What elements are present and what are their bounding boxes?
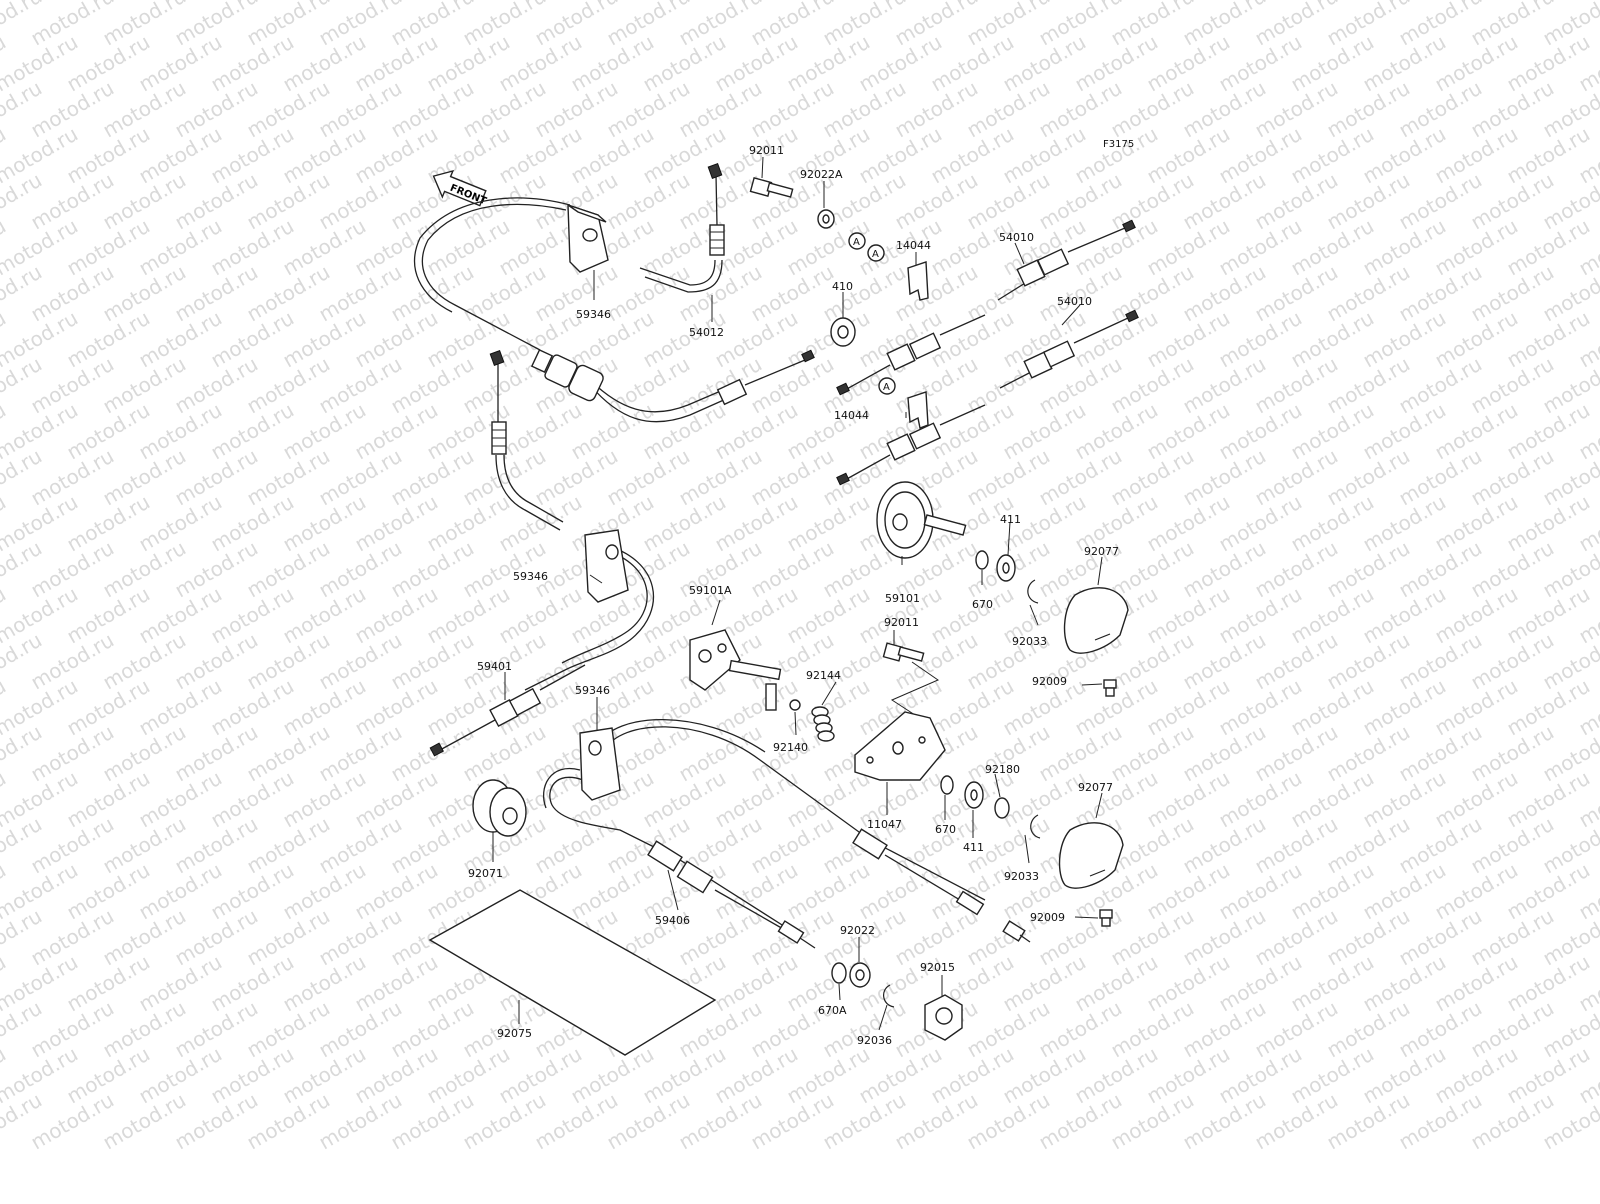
- label-14044-upper: 14044: [896, 239, 931, 252]
- ref-marker-a-1: A: [849, 233, 865, 249]
- label-59346-upper: 59346: [576, 308, 611, 321]
- o-ring-670-lower: [941, 776, 953, 794]
- label-92180: 92180: [985, 763, 1020, 776]
- label-92075: 92075: [497, 1027, 532, 1040]
- ref-marker-a-3: A: [879, 378, 895, 394]
- label-59101A: 59101A: [689, 584, 732, 597]
- label-59406: 59406: [655, 914, 690, 927]
- label-59101: 59101: [885, 592, 920, 605]
- washer-410: [831, 318, 855, 346]
- cable-clamp-59346-upper: [568, 205, 608, 272]
- bolt-92011-top: [750, 178, 792, 197]
- label-670-lower: 670: [935, 823, 956, 836]
- label-411-lower: 411: [963, 841, 984, 854]
- svg-text:A: A: [883, 382, 890, 393]
- roller-92071: [473, 780, 526, 836]
- label-92009-upper: 92009: [1032, 675, 1067, 688]
- label-14044-lower: 14044: [834, 409, 869, 422]
- figure-code: F3175: [1103, 139, 1134, 150]
- label-92022: 92022: [840, 924, 875, 937]
- label-92033-upper: 92033: [1012, 635, 1047, 648]
- label-54010-lower: 54010: [1057, 295, 1092, 308]
- cable-clamp-59346-middle: [585, 530, 628, 602]
- washer-411-lower: [965, 782, 983, 808]
- washer-92180: [995, 798, 1009, 818]
- screw-92009-lower: [1100, 910, 1112, 926]
- svg-text:A: A: [853, 237, 860, 248]
- label-92077-lower: 92077: [1078, 781, 1113, 794]
- label-59401: 59401: [477, 660, 512, 673]
- o-ring-670A: [832, 963, 846, 983]
- label-92071: 92071: [468, 867, 503, 880]
- label-11047: 11047: [867, 818, 902, 831]
- screw-92009-upper: [1104, 680, 1116, 696]
- label-92011-top: 92011: [749, 144, 784, 157]
- o-ring-670-upper: [976, 551, 988, 569]
- label-411-upper: 411: [1000, 513, 1021, 526]
- label-59346-lower: 59346: [575, 684, 610, 697]
- ball-92140: [790, 700, 800, 710]
- cable-clamp-59346-lower: [580, 728, 620, 800]
- label-92077-upper: 92077: [1084, 545, 1119, 558]
- nut-92015: [925, 995, 962, 1040]
- label-54010-upper: 54010: [999, 231, 1034, 244]
- washer-92022: [850, 963, 870, 987]
- label-92015: 92015: [920, 961, 955, 974]
- label-410: 410: [832, 280, 853, 293]
- label-670-upper: 670: [972, 598, 993, 611]
- label-59346-middle: 59346: [513, 570, 548, 583]
- label-670A: 670A: [818, 1004, 847, 1017]
- label-54012: 54012: [689, 326, 724, 339]
- svg-text:A: A: [872, 249, 879, 260]
- label-92140: 92140: [773, 741, 808, 754]
- washer-411-upper: [997, 555, 1015, 581]
- label-92011-middle: 92011: [884, 616, 919, 629]
- label-92033-lower: 92033: [1004, 870, 1039, 883]
- label-92144: 92144: [806, 669, 841, 682]
- label-92022A: 92022A: [800, 168, 843, 181]
- ref-marker-a-2: A: [868, 245, 884, 261]
- label-92009-lower: 92009: [1030, 911, 1065, 924]
- label-92036: 92036: [857, 1034, 892, 1047]
